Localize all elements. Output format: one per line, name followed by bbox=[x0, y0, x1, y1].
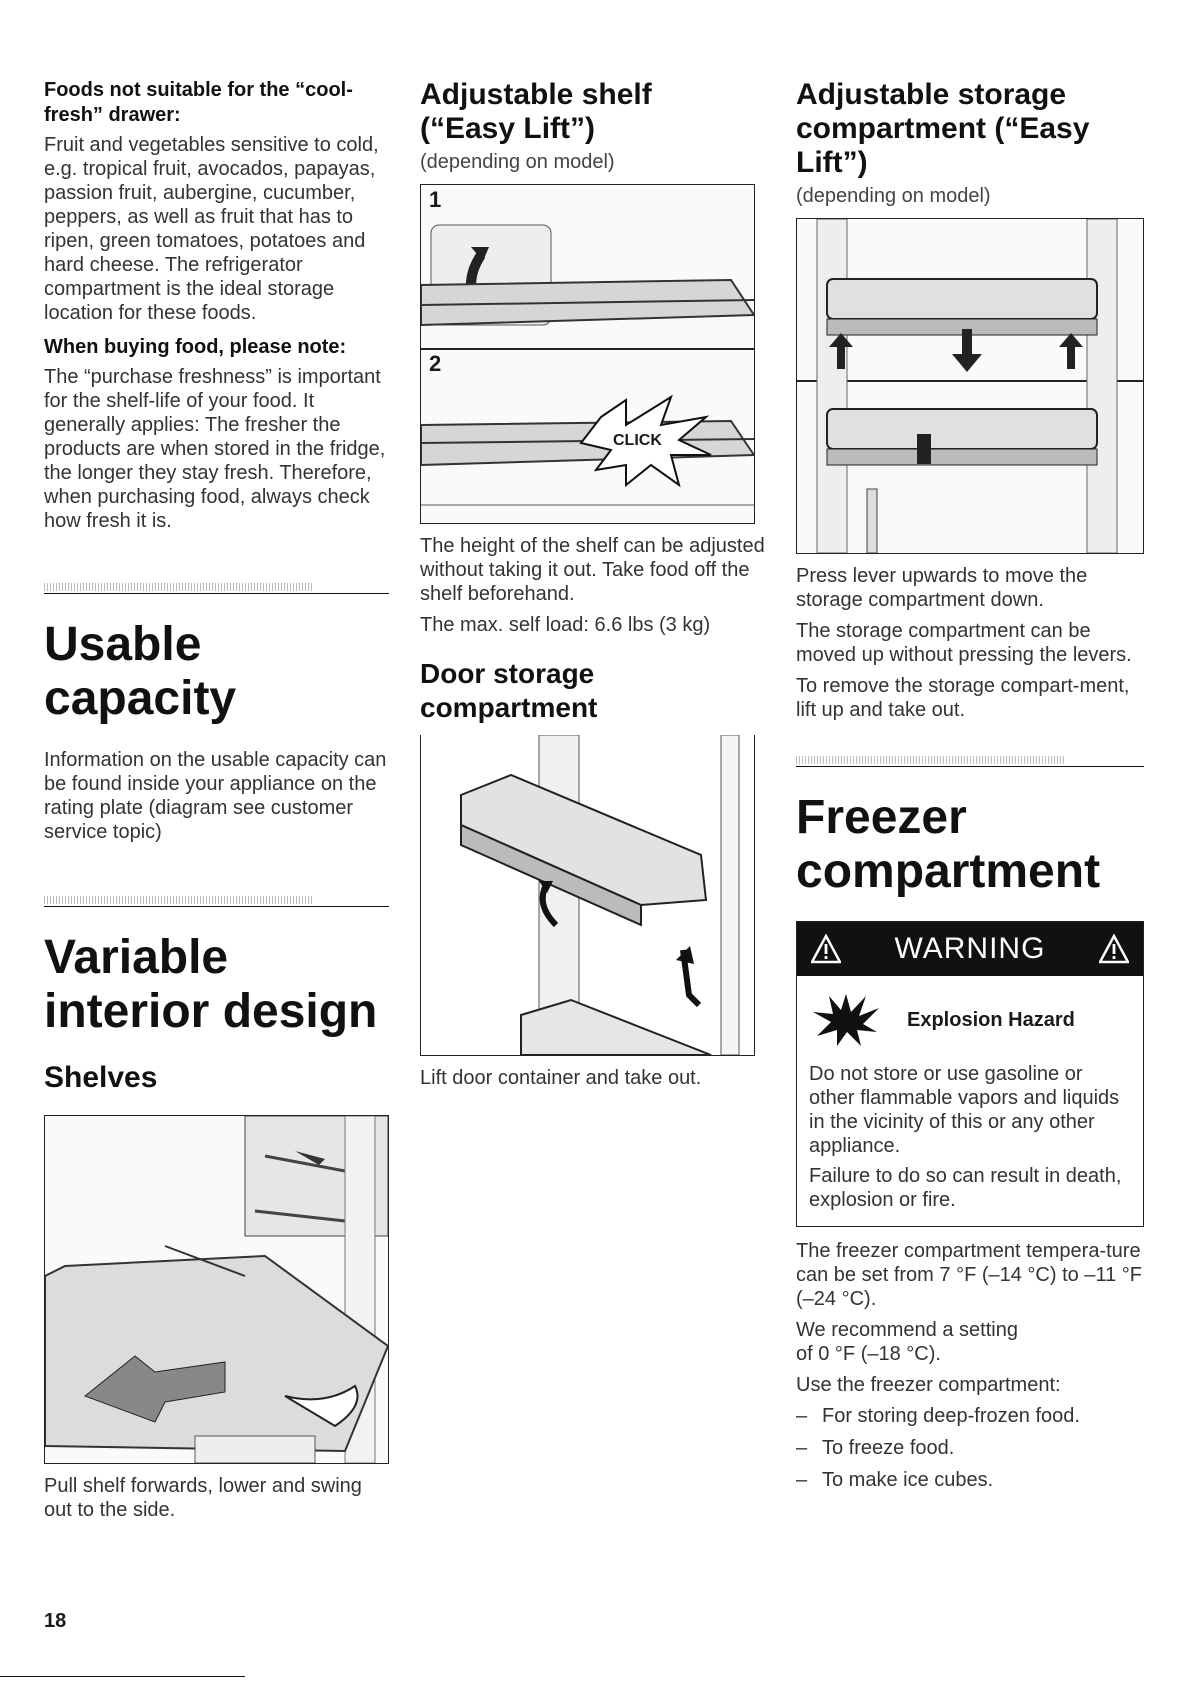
hazard-label: Explosion Hazard bbox=[907, 1008, 1075, 1031]
list-item: To freeze food. bbox=[796, 1436, 1144, 1460]
shelves-caption: Pull shelf forwards, lower and swing out… bbox=[44, 1475, 362, 1521]
section-divider bbox=[796, 754, 1144, 767]
storage-remove-text: To remove the storage compart-ment, lift… bbox=[796, 675, 1130, 721]
storage-lever-text: Press lever upwards to move the storage … bbox=[796, 565, 1088, 611]
freezer-recommend-text: We recommend a setting of 0 °F (–18 °C). bbox=[796, 1319, 1018, 1365]
list-item: For storing deep-frozen food. bbox=[796, 1404, 1144, 1428]
door-container-caption: Lift door container and take out. bbox=[420, 1067, 702, 1089]
warning-triangle-icon bbox=[1098, 934, 1129, 964]
section-divider bbox=[44, 894, 389, 907]
column-right: Adjustable storage compartment (“Easy Li… bbox=[796, 78, 1144, 1500]
figure-step-1: 1 bbox=[429, 187, 442, 212]
storage-depending-note: (depending on model) bbox=[796, 185, 991, 207]
door-container-svg bbox=[421, 735, 754, 1055]
variable-interior-heading: Variable interior design bbox=[44, 931, 378, 1038]
unsuitable-foods-text: Fruit and vegetables sensitive to cold, … bbox=[44, 134, 379, 324]
warning-triangle-icon bbox=[811, 934, 841, 964]
shelf-illustration-svg bbox=[45, 1116, 388, 1463]
figure-step-2: 2 bbox=[429, 351, 442, 376]
column-middle: Adjustable shelf (“Easy Lift”) (dependin… bbox=[420, 78, 765, 1097]
shelves-heading: Shelves bbox=[44, 1061, 158, 1094]
freezer-compartment-heading: Freezer compartment bbox=[796, 791, 1101, 898]
easy-lift-shelf-illustration: 1 2 CLICK bbox=[420, 184, 755, 524]
freezer-temperature-text: The freezer compartment tempera-ture can… bbox=[796, 1240, 1142, 1310]
warning-label: WARNING bbox=[894, 932, 1046, 965]
shelf-adjust-text: The height of the shelf can be adjusted … bbox=[420, 535, 765, 605]
storage-compartment-svg bbox=[797, 219, 1143, 553]
explosion-icon bbox=[813, 994, 879, 1046]
buying-food-heading: When buying food, please note: bbox=[44, 336, 347, 358]
warning-box: WARNING Explosion Hazard Do not store or… bbox=[796, 921, 1144, 1227]
warning-consequence-text: Failure to do so can result in death, ex… bbox=[809, 1165, 1122, 1211]
bottom-rule bbox=[0, 1676, 245, 1677]
click-label: CLICK bbox=[613, 432, 662, 449]
usable-capacity-heading: Usable capacity bbox=[44, 618, 237, 725]
hazard-row: Explosion Hazard bbox=[797, 976, 1143, 1058]
adjustable-shelf-heading: Adjustable shelf (“Easy Lift”) bbox=[420, 78, 652, 145]
door-container-illustration bbox=[420, 735, 755, 1056]
shelf-depending-note: (depending on model) bbox=[420, 151, 615, 173]
page-number: 18 bbox=[44, 1610, 67, 1632]
shelf-max-load-text: The max. self load: 6.6 lbs (3 kg) bbox=[420, 614, 711, 636]
column-left: Foods not suitable for the “cool-fresh” … bbox=[44, 78, 389, 1529]
unsuitable-foods-heading: Foods not suitable for the “cool-fresh” … bbox=[44, 79, 353, 126]
storage-compartment-illustration bbox=[796, 218, 1144, 554]
adjustable-storage-heading: Adjustable storage compartment (“Easy Li… bbox=[796, 78, 1090, 179]
buying-food-text: The “purchase freshness” is important fo… bbox=[44, 366, 386, 532]
list-item: To make ice cubes. bbox=[796, 1468, 1144, 1492]
freezer-uses-list: For storing deep-frozen food. To freeze … bbox=[796, 1404, 1144, 1492]
shelf-removal-illustration bbox=[44, 1115, 389, 1464]
warning-body: Do not store or use gasoline or other fl… bbox=[797, 1058, 1143, 1226]
warning-text: Do not store or use gasoline or other fl… bbox=[809, 1063, 1120, 1157]
warning-header: WARNING bbox=[797, 922, 1143, 976]
easy-lift-svg bbox=[421, 185, 754, 523]
storage-move-up-text: The storage compartment can be moved up … bbox=[796, 620, 1132, 666]
door-storage-heading: Door storage compartment bbox=[420, 658, 598, 723]
section-divider bbox=[44, 581, 389, 594]
freezer-use-text: Use the freezer compartment: bbox=[796, 1374, 1061, 1396]
usable-capacity-text: Information on the usable capacity can b… bbox=[44, 749, 387, 843]
